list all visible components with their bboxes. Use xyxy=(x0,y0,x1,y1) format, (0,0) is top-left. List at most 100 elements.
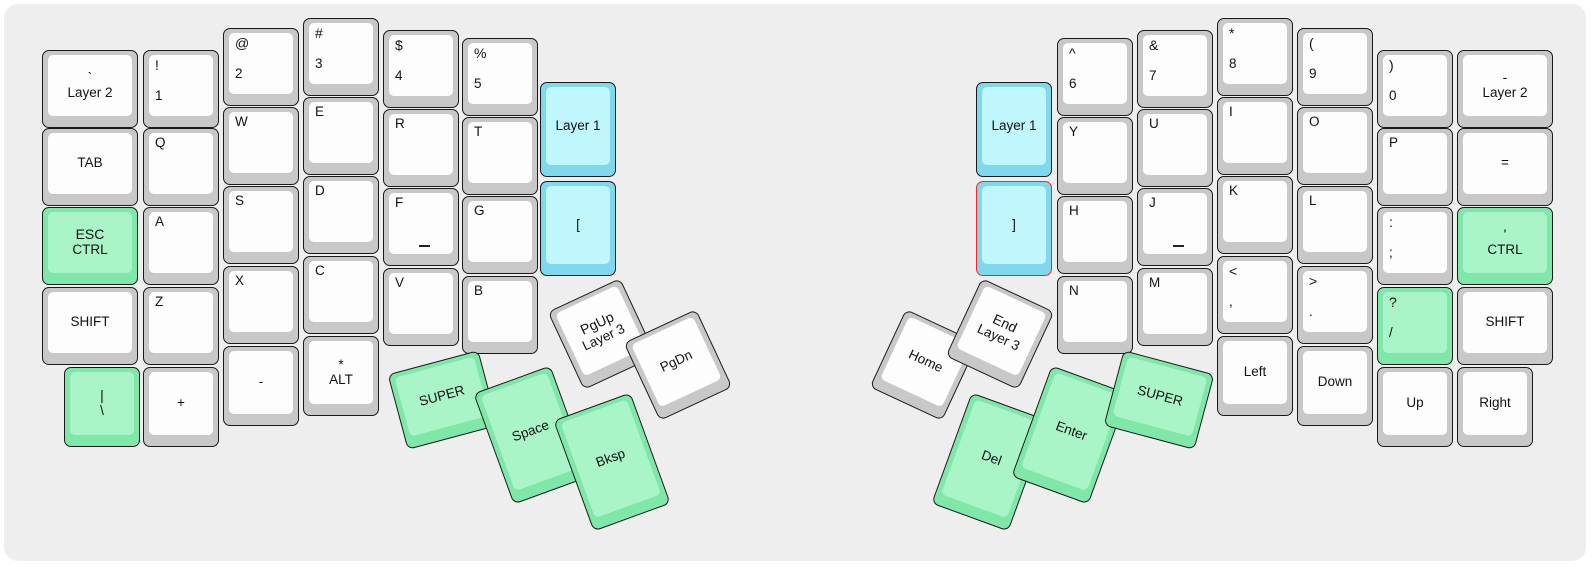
key-l-c4-r1[interactable]: R xyxy=(383,109,459,187)
key-l-c2-r3[interactable]: X xyxy=(223,266,299,344)
key-l-c1-r0[interactable]: !1 xyxy=(143,50,219,128)
key-legend-main: F xyxy=(395,195,404,210)
key-l-c2-r1[interactable]: W xyxy=(223,107,299,185)
key-r-c2-r3[interactable]: >. xyxy=(1297,266,1373,344)
keycap-r-c5-r3: N xyxy=(1063,281,1127,342)
keycap-r-t-enter: Enter xyxy=(1021,372,1122,492)
keycap-r-c2-r2: L xyxy=(1303,191,1367,252)
key-r-c5-r3[interactable]: N xyxy=(1057,276,1133,354)
key-r-c3-r1[interactable]: I xyxy=(1217,97,1293,175)
key-l-c0-r1[interactable]: TAB xyxy=(42,128,138,206)
keycap-r-c1-r0: )0 xyxy=(1383,55,1447,116)
key-l-c4-r0[interactable]: $4 xyxy=(383,30,459,108)
key-r-c1-r3[interactable]: ?/ xyxy=(1377,287,1453,365)
key-r-c2-r1[interactable]: O xyxy=(1297,107,1373,185)
key-legend-shifted: - xyxy=(1502,69,1508,86)
key-l-c2-r4[interactable]: - xyxy=(223,346,299,426)
key-legend-main: X xyxy=(235,273,245,288)
key-l-t-bksp[interactable]: Bksp xyxy=(553,392,671,532)
keycap-l-c2-r1: W xyxy=(229,112,293,173)
key-r-c4-r3[interactable]: M xyxy=(1137,268,1213,346)
key-legend-main: , xyxy=(1229,294,1233,310)
key-legend-shifted: @ xyxy=(235,35,250,51)
keycap-l-c3-r0: #3 xyxy=(309,23,373,84)
key-r-c3-r4[interactable]: Left xyxy=(1217,336,1293,416)
key-legend-main: O xyxy=(1309,114,1320,129)
key-l-c3-r1[interactable]: E xyxy=(303,97,379,175)
keycap-l-c1-r2: A xyxy=(149,212,213,273)
key-legend-main: H xyxy=(1069,203,1079,218)
key-r-c3-r2[interactable]: K xyxy=(1217,176,1293,254)
keycap-r-c3-r0: *8 xyxy=(1223,23,1287,84)
key-r-c4-r1[interactable]: U xyxy=(1137,109,1213,187)
key-legend-main: Layer 2 xyxy=(67,85,113,101)
key-legend-shifted: ' xyxy=(1503,226,1507,243)
key-r-c4-r2[interactable]: J xyxy=(1137,188,1213,266)
key-r-c1-r0[interactable]: )0 xyxy=(1377,50,1453,128)
keycap-r-c4-r1: U xyxy=(1143,114,1207,175)
key-r-c1-r2[interactable]: :; xyxy=(1377,207,1453,285)
key-legend-main: CTRL xyxy=(72,242,108,258)
key-r-c6-r0[interactable]: Layer 1 xyxy=(976,82,1052,177)
keycap-l-c1-r0: !1 xyxy=(149,55,213,116)
key-r-c0-r2[interactable]: 'CTRL xyxy=(1457,207,1553,285)
keycap-l-c6-r0: Layer 1 xyxy=(546,87,610,165)
key-r-c0-r1[interactable]: = xyxy=(1457,128,1553,206)
key-r-c5-r0[interactable]: ^6 xyxy=(1057,38,1133,116)
key-l-c2-r2[interactable]: S xyxy=(223,186,299,264)
key-legend-main: . xyxy=(1309,304,1313,320)
key-r-c5-r1[interactable]: Y xyxy=(1057,117,1133,195)
key-r-c0-r4[interactable]: Right xyxy=(1457,367,1533,447)
key-l-c3-r0[interactable]: #3 xyxy=(303,18,379,96)
key-legend-main: M xyxy=(1149,275,1161,290)
key-l-c6-r0[interactable]: Layer 1 xyxy=(540,82,616,177)
key-r-c0-r3[interactable]: SHIFT xyxy=(1457,287,1553,365)
key-r-c2-r0[interactable]: (9 xyxy=(1297,28,1373,106)
key-l-c1-r1[interactable]: Q xyxy=(143,128,219,206)
key-l-c5-r3[interactable]: B xyxy=(462,276,538,354)
key-l-c5-r0[interactable]: %5 xyxy=(462,38,538,116)
key-legend-main: Right xyxy=(1479,395,1511,411)
key-l-c1-r4[interactable]: + xyxy=(143,367,219,447)
key-r-c3-r3[interactable]: <, xyxy=(1217,256,1293,334)
key-l-c3-r2[interactable]: D xyxy=(303,176,379,254)
key-r-c2-r4[interactable]: Down xyxy=(1297,346,1373,426)
key-legend-main: 3 xyxy=(315,56,323,72)
key-r-c1-r1[interactable]: P xyxy=(1377,128,1453,206)
key-l-c6-r1[interactable]: [ xyxy=(540,181,616,276)
key-l-c3-r3[interactable]: C xyxy=(303,256,379,334)
keycap-l-c1-r3: Z xyxy=(149,292,213,353)
key-r-t-super[interactable]: SUPER xyxy=(1103,350,1215,450)
key-r-c0-r0[interactable]: -Layer 2 xyxy=(1457,50,1553,128)
key-l-c3-r4[interactable]: *ALT xyxy=(303,336,379,416)
key-r-t-enter[interactable]: Enter xyxy=(1011,365,1129,505)
key-l-c4-r2[interactable]: F xyxy=(383,188,459,266)
key-legend-shifted: $ xyxy=(395,37,403,53)
key-l-c2-r0[interactable]: @2 xyxy=(223,28,299,106)
key-l-c5-r1[interactable]: T xyxy=(462,117,538,195)
key-l-c1-r3[interactable]: Z xyxy=(143,287,219,365)
key-l-c0-r3[interactable]: SHIFT xyxy=(42,287,138,365)
key-l-c4-r3[interactable]: V xyxy=(383,268,459,346)
homing-bump-icon xyxy=(1173,245,1184,247)
key-r-c6-r1[interactable]: ] xyxy=(976,181,1052,276)
key-l-c0-r0[interactable]: `Layer 2 xyxy=(42,50,138,128)
key-l-c0-r4[interactable]: |\ xyxy=(64,367,140,447)
keycap-r-c3-r3: <, xyxy=(1223,261,1287,322)
key-r-c2-r2[interactable]: L xyxy=(1297,186,1373,264)
key-legend-main: Z xyxy=(155,294,164,309)
key-r-c4-r0[interactable]: &7 xyxy=(1137,30,1213,108)
key-l-c1-r2[interactable]: A xyxy=(143,207,219,285)
key-legend-main: L xyxy=(1309,193,1317,208)
key-legend-main: 5 xyxy=(474,76,482,92)
key-legend-shifted: ESC xyxy=(75,226,105,243)
key-legend-main: ; xyxy=(1389,245,1393,261)
key-r-c3-r0[interactable]: *8 xyxy=(1217,18,1293,96)
key-r-c5-r2[interactable]: H xyxy=(1057,196,1133,274)
key-r-c1-r4[interactable]: Up xyxy=(1377,367,1453,447)
key-legend-main: SHIFT xyxy=(70,314,110,330)
key-l-c5-r2[interactable]: G xyxy=(462,196,538,274)
keycap-l-c0-r1: TAB xyxy=(48,133,132,194)
